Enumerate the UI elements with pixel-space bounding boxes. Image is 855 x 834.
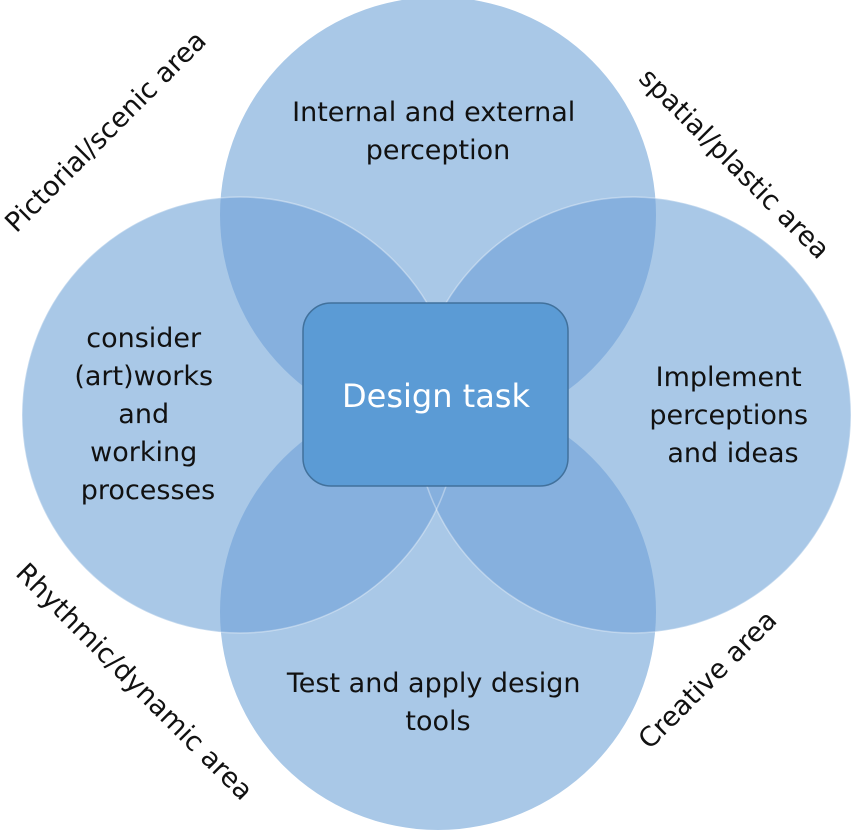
circle-left-line-1: consider — [86, 323, 202, 354]
center-box — [302, 302, 569, 487]
circle-left-line-2: (art)works — [74, 361, 213, 392]
circle-top-line-2: perception — [366, 135, 511, 166]
circle-right-line-3: and ideas — [667, 438, 798, 469]
circle-left-label: consider (art)works and working processe… — [74, 323, 221, 506]
circle-bottom-line-1: Test and apply design — [286, 668, 581, 699]
circle-left-line-3: and — [118, 399, 169, 430]
center-label: Design task — [342, 377, 530, 415]
circle-right-label: Implement perceptions and ideas — [649, 362, 816, 469]
circle-right-line-2: perceptions — [649, 400, 808, 431]
circle-right-line-1: Implement — [656, 362, 802, 393]
circle-left-line-5: processes — [81, 475, 215, 506]
circle-left-line-4: working — [90, 437, 197, 468]
circle-top-label: Internal and external perception — [292, 97, 584, 166]
circle-top-line-1: Internal and external — [292, 97, 575, 128]
circle-bottom-line-2: tools — [405, 706, 470, 737]
circle-bottom-label: Test and apply design tools — [286, 668, 589, 737]
